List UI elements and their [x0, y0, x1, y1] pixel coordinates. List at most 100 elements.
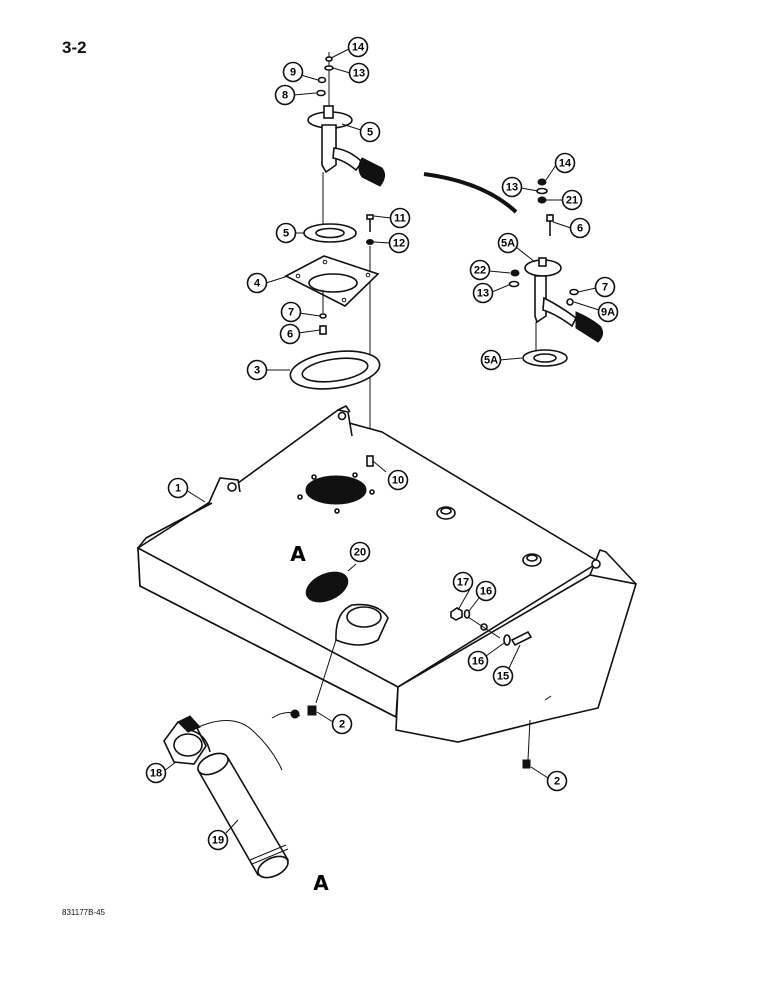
callout-label: 5A	[484, 355, 498, 367]
fuel-cap-18	[163, 709, 301, 771]
filler-tube-19	[196, 752, 290, 879]
callout-circle	[145, 762, 167, 784]
callout-circle	[597, 301, 619, 323]
callout-label: 13	[477, 288, 489, 300]
callout-label: 2	[554, 776, 560, 788]
callout-label: 14	[352, 42, 365, 54]
callout-label: 18	[150, 768, 162, 780]
callout-label: 9A	[601, 307, 615, 319]
callout-circle	[280, 301, 302, 323]
callout-circle	[331, 713, 353, 735]
callout-label: 4	[254, 278, 261, 290]
fuel-sender-5a-detail	[508, 178, 604, 367]
callout-c6a: 6	[279, 323, 301, 345]
strainer-20	[305, 563, 357, 603]
callout-c12: 12	[388, 232, 410, 254]
callout-c9: 9	[282, 61, 304, 83]
callout-c5b: 5	[275, 222, 297, 244]
callout-c20: 20	[349, 541, 371, 563]
callout-circle	[279, 323, 301, 345]
callout-label: 5A	[501, 238, 515, 250]
callout-label: 9	[290, 67, 296, 79]
detail-arrow	[423, 172, 518, 214]
callout-circle	[452, 571, 474, 593]
gasket-3	[289, 350, 381, 390]
callout-label: 6	[287, 329, 293, 341]
callout-circle	[348, 62, 370, 84]
callout-label: 21	[566, 195, 578, 207]
leader-lines	[163, 48, 600, 834]
callout-c5a: 5	[359, 121, 381, 143]
callout-circle	[359, 121, 381, 143]
callout-label: 5	[367, 127, 373, 139]
callout-circle	[207, 829, 229, 851]
callout-circle	[594, 276, 616, 298]
callout-c6b: 6	[569, 217, 591, 239]
callout-c21: 21	[561, 189, 583, 211]
callout-circle	[554, 152, 576, 174]
drawing-id: 831177B-45	[62, 908, 105, 917]
callout-c18: 18	[145, 762, 167, 784]
callout-circle	[467, 650, 489, 672]
callout-label: 2	[339, 719, 345, 731]
callout-c11: 11	[389, 207, 411, 229]
bolt-hardware	[450, 607, 533, 647]
callout-label: 16	[472, 656, 484, 668]
fuel-sender-assembly	[307, 52, 386, 225]
callout-c14b: 14	[554, 152, 576, 174]
page-number: 3-2	[62, 38, 87, 57]
callout-c5A2: 5A	[480, 349, 502, 371]
callout-c16a: 16	[475, 580, 497, 602]
callout-label: 20	[354, 547, 366, 559]
callout-label: 13	[506, 182, 518, 194]
callout-c10: 10	[387, 469, 409, 491]
view-letter-a-bottom: A	[313, 871, 329, 895]
callout-c8: 8	[274, 84, 296, 106]
callout-circle	[480, 349, 502, 371]
callout-circle	[497, 232, 519, 254]
callout-c17: 17	[452, 571, 474, 593]
callout-circle	[246, 272, 268, 294]
callout-c13c: 13	[472, 282, 494, 304]
callout-c7b: 7	[594, 276, 616, 298]
drain-plug-2	[307, 639, 531, 769]
callout-c13a: 13	[348, 62, 370, 84]
callout-c22: 22	[469, 259, 491, 281]
callout-label: 22	[474, 265, 486, 277]
callout-label: 10	[392, 475, 404, 487]
callout-c1: 1	[167, 477, 189, 499]
callout-label: 14	[559, 158, 572, 170]
callout-c15: 15	[492, 665, 514, 687]
callout-circle	[469, 259, 491, 281]
callout-circle	[274, 84, 296, 106]
callout-label: 1	[175, 483, 181, 495]
callout-circle	[388, 232, 410, 254]
callout-circle	[347, 36, 369, 58]
callout-circle	[389, 207, 411, 229]
callout-c13b: 13	[501, 176, 523, 198]
callout-label: 17	[457, 577, 469, 589]
callout-label: 11	[394, 213, 406, 225]
callout-circle	[246, 359, 268, 381]
callout-circle	[569, 217, 591, 239]
callout-circle	[561, 189, 583, 211]
fuel-tank-1	[137, 405, 638, 743]
callout-c2b: 2	[546, 770, 568, 792]
callout-circle	[282, 61, 304, 83]
callout-circle	[472, 282, 494, 304]
screw-10	[366, 455, 387, 473]
callout-label: 7	[288, 307, 294, 319]
callout-label: 8	[282, 90, 288, 102]
callout-label: 12	[393, 238, 405, 250]
callout-circle	[387, 469, 409, 491]
callout-label: 6	[577, 223, 583, 235]
callout-c16b: 16	[467, 650, 489, 672]
callout-c5A: 5A	[497, 232, 519, 254]
callout-c7a: 7	[280, 301, 302, 323]
callout-label: 16	[480, 586, 492, 598]
view-letter-a-top: A	[290, 542, 306, 566]
callout-label: 5	[283, 228, 289, 240]
callout-label: 7	[602, 282, 608, 294]
